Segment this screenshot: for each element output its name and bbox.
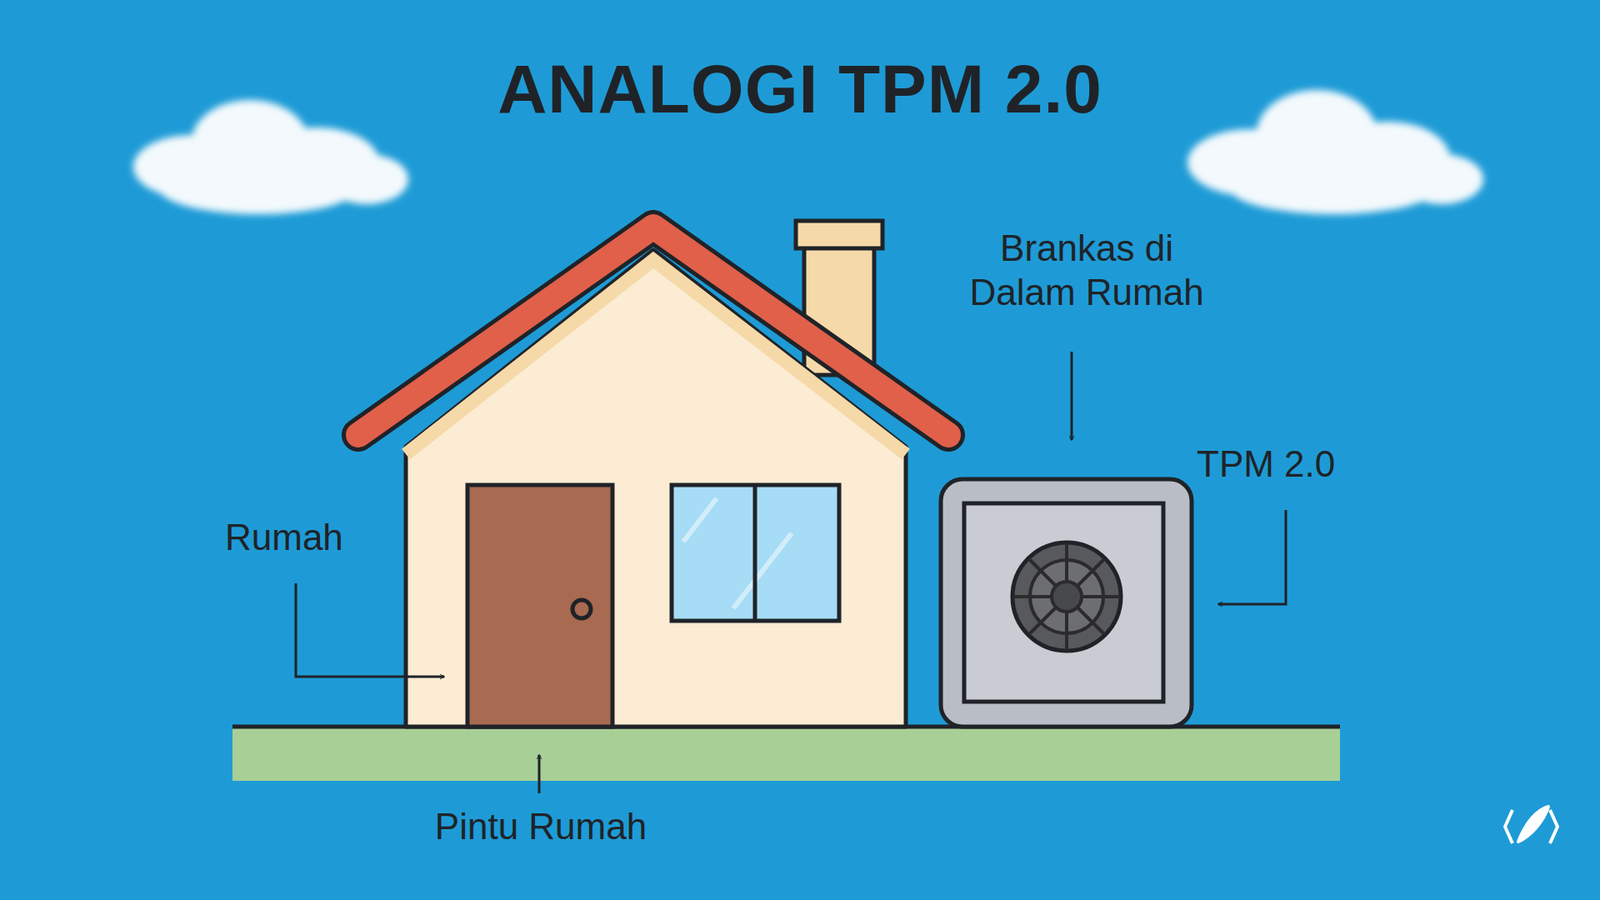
callout-label: TPM 2.0 xyxy=(1196,442,1335,487)
callout-label: Brankas di Dalam Rumah xyxy=(949,226,1225,315)
diagram-title: ANALOGI TPM 2.0 xyxy=(0,48,1600,130)
door xyxy=(467,485,613,727)
roof xyxy=(358,226,949,435)
callout-label: Rumah xyxy=(225,515,344,560)
cloud xyxy=(1187,90,1484,215)
safe xyxy=(940,479,1192,727)
leader-arrow xyxy=(295,351,1286,794)
cloud xyxy=(133,100,409,215)
logo xyxy=(1505,806,1558,844)
window xyxy=(671,485,840,621)
ground xyxy=(232,726,1340,781)
roof xyxy=(358,226,949,435)
house-wall xyxy=(405,250,906,727)
callout-label: Pintu Rumah xyxy=(435,805,647,850)
